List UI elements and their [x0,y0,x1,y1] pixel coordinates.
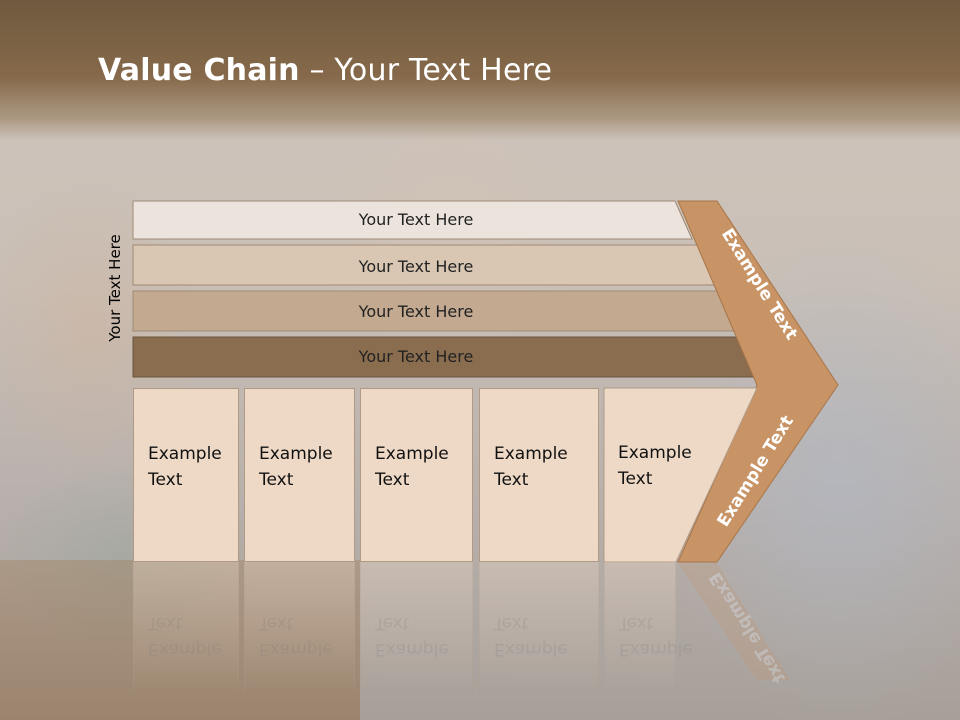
bar-4-label: Your Text Here [358,347,474,366]
bar-4[interactable]: Your Text Here [132,336,763,378]
bar-2[interactable]: Your Text Here [132,244,717,286]
bar-1-label: Your Text Here [358,210,474,229]
background-floor [0,560,360,720]
header-band [0,0,960,140]
title-bold: Value Chain [98,53,300,88]
bar-1[interactable]: Your Text Here [132,200,693,240]
card-5-shape [603,387,758,563]
bar-3-label: Your Text Here [358,302,474,321]
chevron-reflection-label: Example Text [706,568,790,686]
bar-3[interactable]: Your Text Here [132,290,740,332]
bar-2-label: Your Text Here [358,257,474,276]
slide-title[interactable]: Value Chain – Your Text Here [98,53,552,88]
title-rest: – Your Text Here [299,53,553,88]
